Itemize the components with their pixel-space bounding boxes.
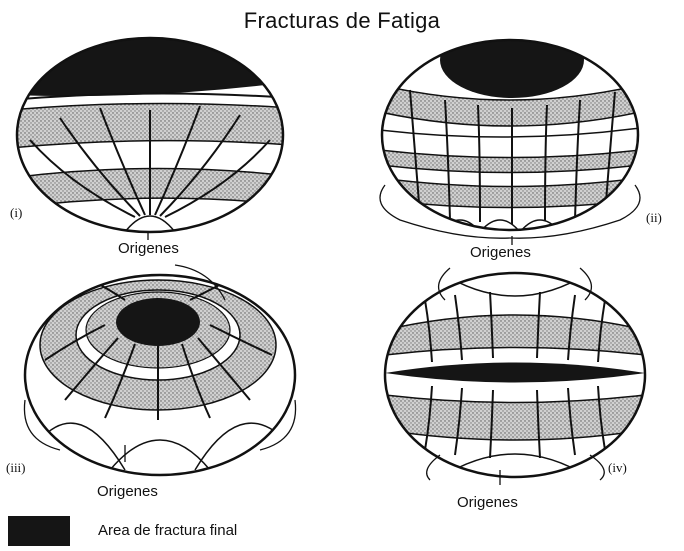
origins-label-i: Origenes xyxy=(118,240,179,257)
panel-iii-specimen xyxy=(24,265,295,475)
panel-ii-specimen xyxy=(380,22,640,238)
final-fracture-area-i xyxy=(10,30,290,96)
panel-label-iv: (iv) xyxy=(608,460,627,476)
panel-label-ii: (ii) xyxy=(646,210,662,226)
final-fracture-area-iii xyxy=(116,298,200,346)
panel-label-i: (i) xyxy=(10,205,22,221)
origins-label-iv: Origenes xyxy=(457,494,518,511)
origins-label-iii: Origenes xyxy=(97,483,158,500)
legend-swatch xyxy=(8,516,70,546)
legend-label: Area de fractura final xyxy=(98,522,237,539)
panel-iv-specimen xyxy=(385,268,645,480)
origins-label-ii: Origenes xyxy=(470,244,531,261)
diagram-title: Fracturas de Fatiga xyxy=(0,8,684,34)
panel-i-specimen xyxy=(10,30,290,232)
panel-label-iii: (iii) xyxy=(6,460,26,476)
